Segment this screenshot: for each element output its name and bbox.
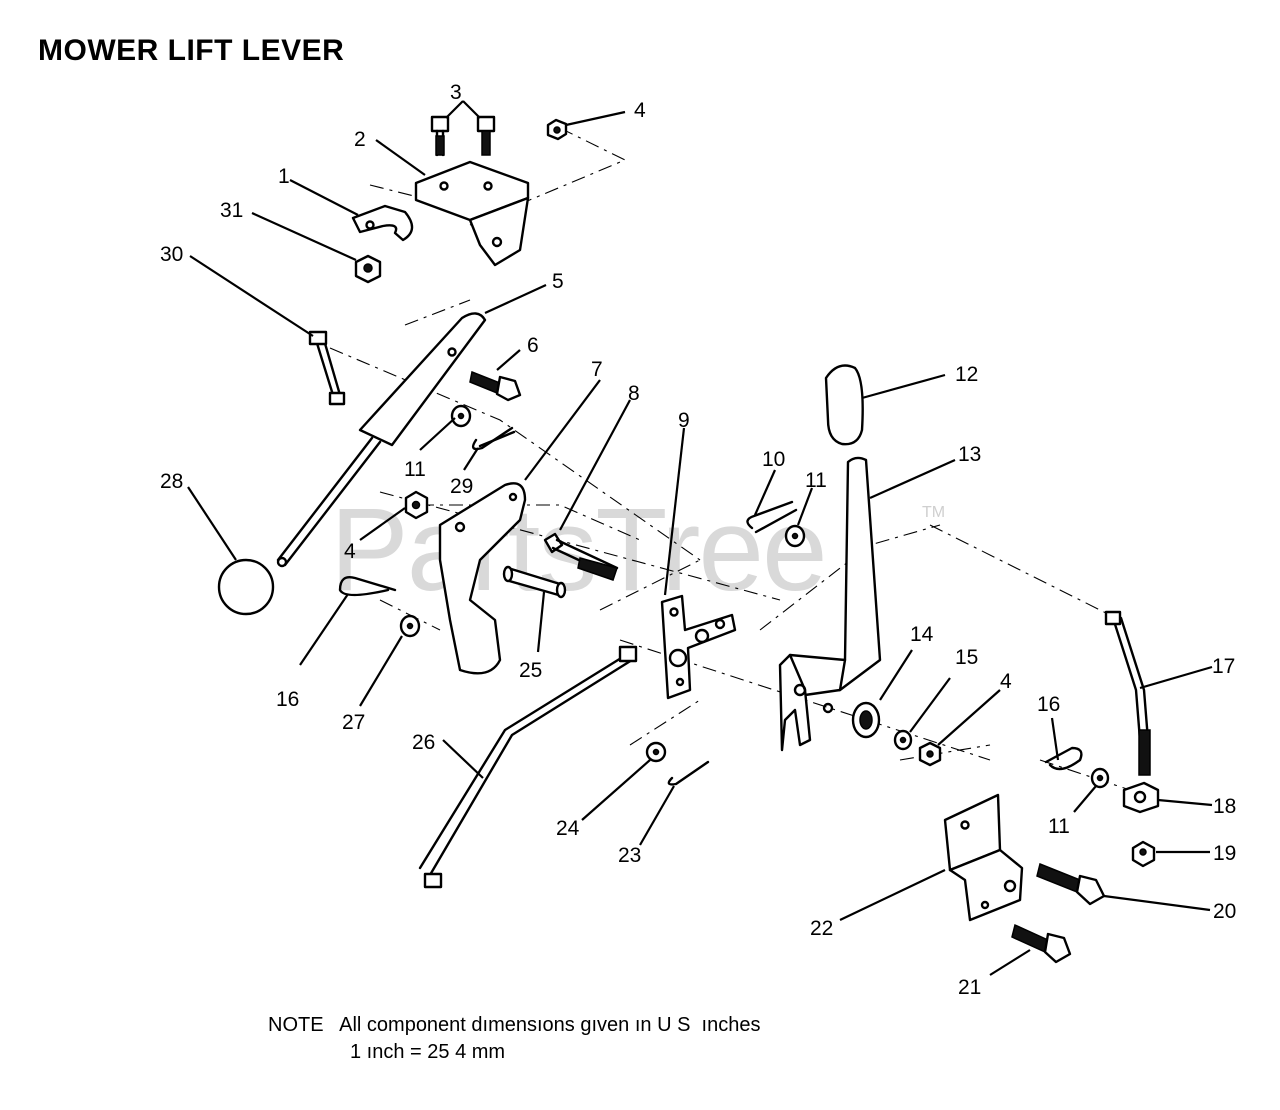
callout-4-right: 4 bbox=[1000, 670, 1012, 693]
part-11-washer-left bbox=[450, 404, 472, 428]
callout-9: 9 bbox=[678, 409, 690, 432]
callout-11-middle: 11 bbox=[805, 469, 827, 492]
part-6-bolt bbox=[469, 370, 522, 402]
callout-19: 19 bbox=[1213, 842, 1236, 865]
note-line-1: NOTE All component dımensıons gıven ın U… bbox=[268, 1014, 761, 1036]
part-11-washer-right bbox=[1090, 767, 1110, 789]
part-7-plate bbox=[438, 482, 527, 675]
callout-3: 3 bbox=[450, 81, 462, 104]
part-4-nut-right bbox=[918, 741, 942, 767]
part-4-nut-top bbox=[546, 118, 568, 141]
callout-12: 12 bbox=[955, 363, 978, 386]
part-29-cotter-pin bbox=[471, 426, 516, 451]
callout-11-right: 11 bbox=[1048, 815, 1070, 838]
callout-22: 22 bbox=[810, 917, 833, 940]
callout-15: 15 bbox=[955, 646, 978, 669]
part-4-nut-middle bbox=[404, 490, 429, 520]
callout-6: 6 bbox=[527, 334, 539, 357]
part-20-bolt bbox=[1036, 862, 1106, 906]
callout-27: 27 bbox=[342, 711, 365, 734]
callout-16-right: 16 bbox=[1037, 693, 1060, 716]
part-21-bolt bbox=[1011, 923, 1072, 964]
callout-24: 24 bbox=[556, 817, 580, 840]
diagram-title: MOWER LIFT LEVER bbox=[38, 34, 345, 67]
part-25-pin bbox=[502, 565, 567, 599]
callout-20: 20 bbox=[1213, 900, 1236, 923]
callout-30: 30 bbox=[160, 243, 183, 266]
part-24-washer bbox=[645, 741, 667, 763]
part-12-grip bbox=[824, 364, 864, 446]
part-13-lever bbox=[778, 456, 882, 752]
part-19-nut bbox=[1131, 840, 1156, 868]
callout-13: 13 bbox=[958, 443, 981, 466]
part-27-washer bbox=[399, 614, 421, 638]
part-30-link bbox=[308, 330, 346, 406]
callout-25: 25 bbox=[519, 659, 542, 682]
part-8-bolt bbox=[543, 532, 619, 581]
callout-31: 31 bbox=[220, 199, 243, 222]
part-2-bracket bbox=[414, 160, 530, 267]
callout-4-middle: 4 bbox=[344, 540, 356, 563]
part-17-rod bbox=[1104, 610, 1151, 776]
part-14-spacer bbox=[851, 701, 881, 739]
callout-17: 17 bbox=[1212, 655, 1235, 678]
callout-18: 18 bbox=[1213, 795, 1236, 818]
part-16-hairpin-left bbox=[338, 576, 397, 597]
part-3-bolts bbox=[430, 115, 496, 157]
part-15-washer bbox=[893, 729, 913, 751]
part-9-pivot-bracket bbox=[660, 594, 737, 700]
callout-5: 5 bbox=[552, 270, 564, 293]
callout-7: 7 bbox=[591, 358, 603, 381]
part-18-swivel bbox=[1122, 781, 1160, 814]
callout-11-left: 11 bbox=[404, 458, 426, 481]
part-31-nut bbox=[354, 254, 382, 284]
note-line-2: 1 ınch = 25 4 mm bbox=[350, 1041, 506, 1063]
part-26-rod bbox=[418, 645, 638, 889]
callout-1: 1 bbox=[278, 165, 290, 188]
callout-10: 10 bbox=[762, 448, 785, 471]
part-23-cotter-pin bbox=[667, 760, 710, 786]
part-10-cotter-pin bbox=[746, 500, 798, 534]
part-11-washer-middle bbox=[784, 524, 806, 548]
part-1-clip bbox=[351, 204, 414, 242]
callout-28: 28 bbox=[160, 470, 183, 493]
callout-16-left: 16 bbox=[276, 688, 299, 711]
callout-2: 2 bbox=[354, 128, 366, 151]
callout-14: 14 bbox=[910, 623, 934, 646]
part-22-bracket bbox=[943, 793, 1024, 922]
part-5-lift-arm bbox=[276, 312, 487, 568]
callout-leaders bbox=[187, 100, 1213, 976]
callout-4-top: 4 bbox=[634, 99, 646, 122]
callout-29: 29 bbox=[450, 475, 473, 498]
callout-23: 23 bbox=[618, 844, 641, 867]
part-28-ring bbox=[217, 558, 275, 616]
part-16-hairpin-right bbox=[1044, 746, 1083, 771]
callout-26: 26 bbox=[412, 731, 435, 754]
watermark-trademark: TM bbox=[922, 504, 946, 521]
callout-8: 8 bbox=[628, 382, 640, 405]
callout-21: 21 bbox=[958, 976, 981, 999]
callout-numbers: 1 2 3 4 31 30 5 6 7 8 9 10 11 12 13 28 1… bbox=[160, 81, 1236, 999]
